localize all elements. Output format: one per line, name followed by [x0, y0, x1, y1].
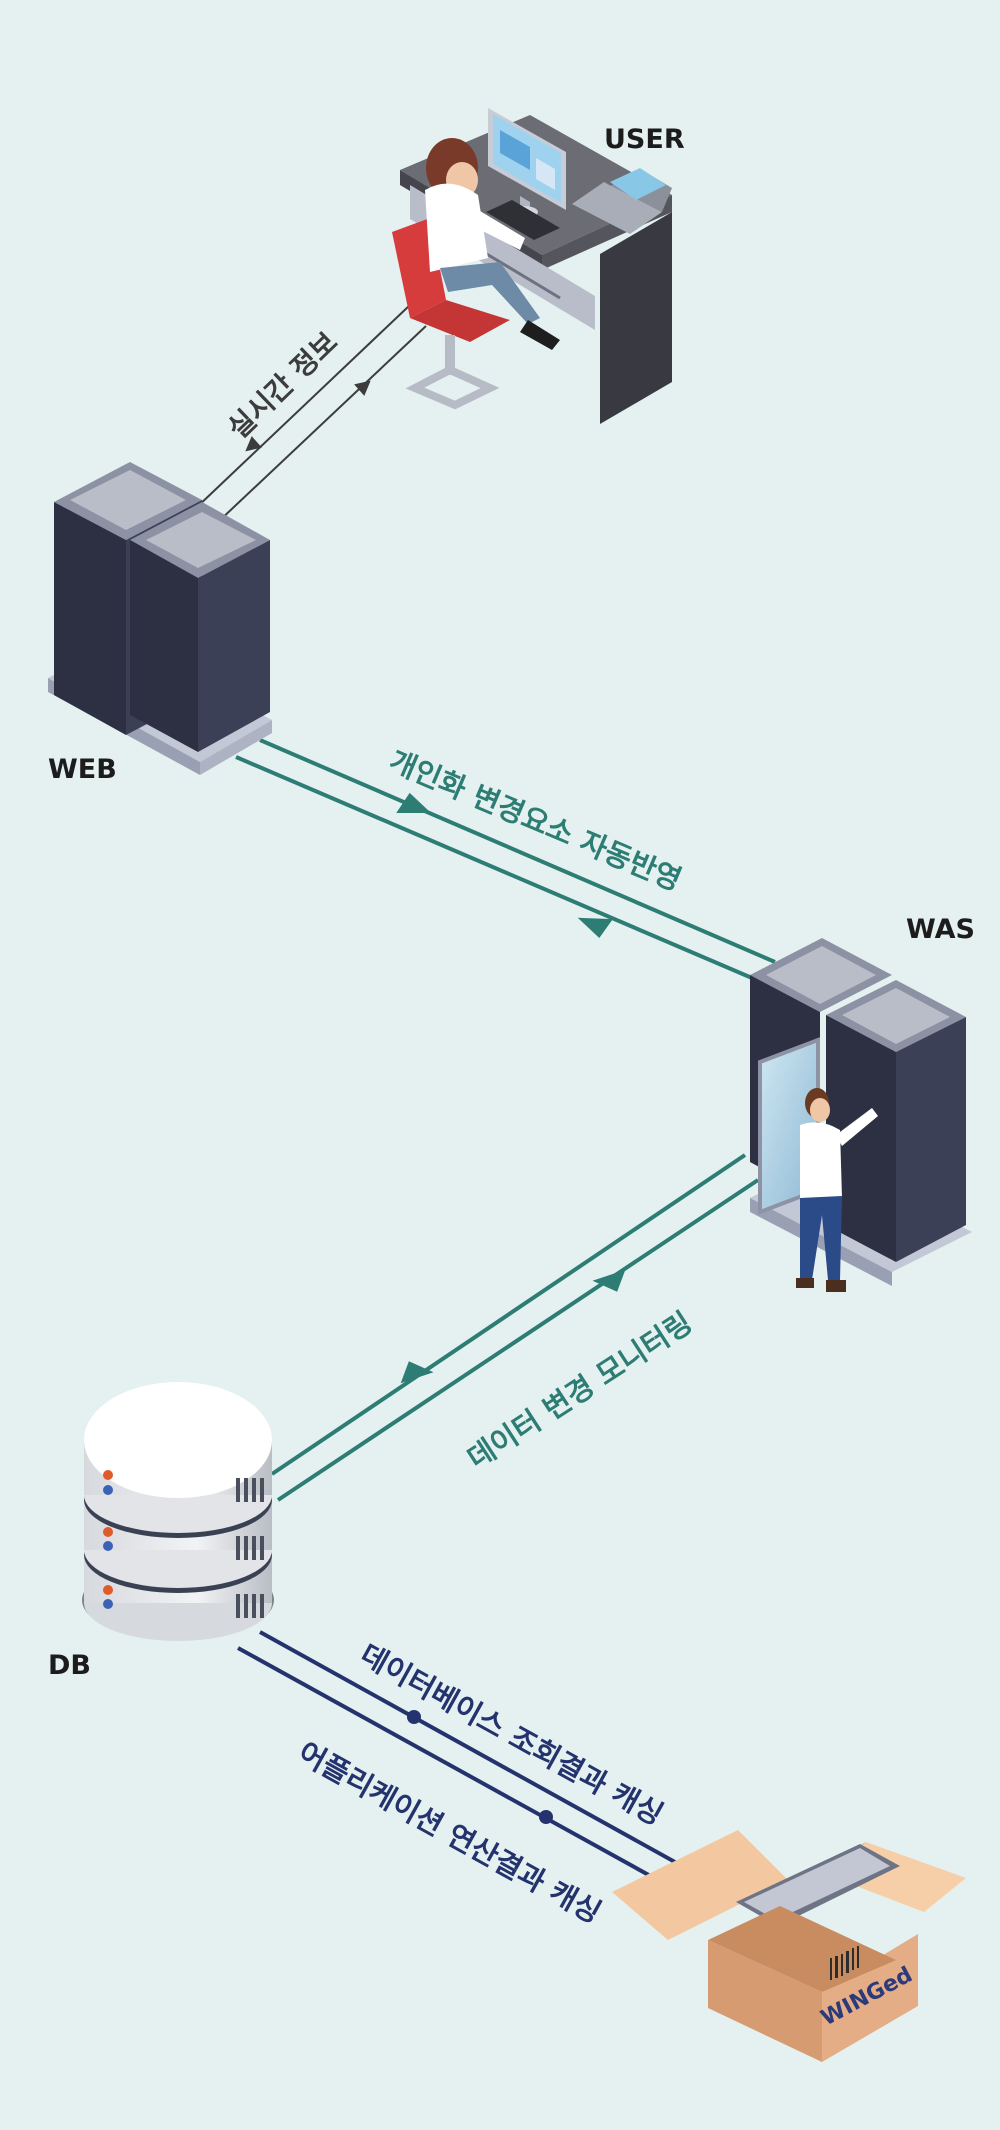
- node-label-was: WAS: [906, 914, 975, 945]
- was-server-icon: [750, 938, 972, 1292]
- arrow-up-icon: [400, 1361, 434, 1384]
- arrow-right-icon: [396, 792, 432, 813]
- database-icon: [82, 1382, 274, 1641]
- arrow-down-icon: [592, 1269, 626, 1292]
- user-workstation-icon: [392, 108, 672, 424]
- web-server-icon: [48, 462, 272, 775]
- connector-was-db: [270, 1153, 760, 1502]
- arrow-up-icon: [245, 436, 262, 452]
- cache-box-icon: WINGed: [612, 1830, 966, 2062]
- node-label-web: WEB: [48, 754, 117, 785]
- arrow-down-icon: [354, 380, 371, 396]
- node-label-db: DB: [48, 1650, 91, 1681]
- dot-marker: [407, 1710, 421, 1724]
- connector-web-was: [235, 738, 776, 980]
- arrow-left-icon: [577, 917, 613, 939]
- connector-user-web: [195, 304, 427, 523]
- dot-marker: [539, 1810, 553, 1824]
- node-label-user: USER: [604, 124, 685, 155]
- connector-db-cache: [237, 1630, 721, 1907]
